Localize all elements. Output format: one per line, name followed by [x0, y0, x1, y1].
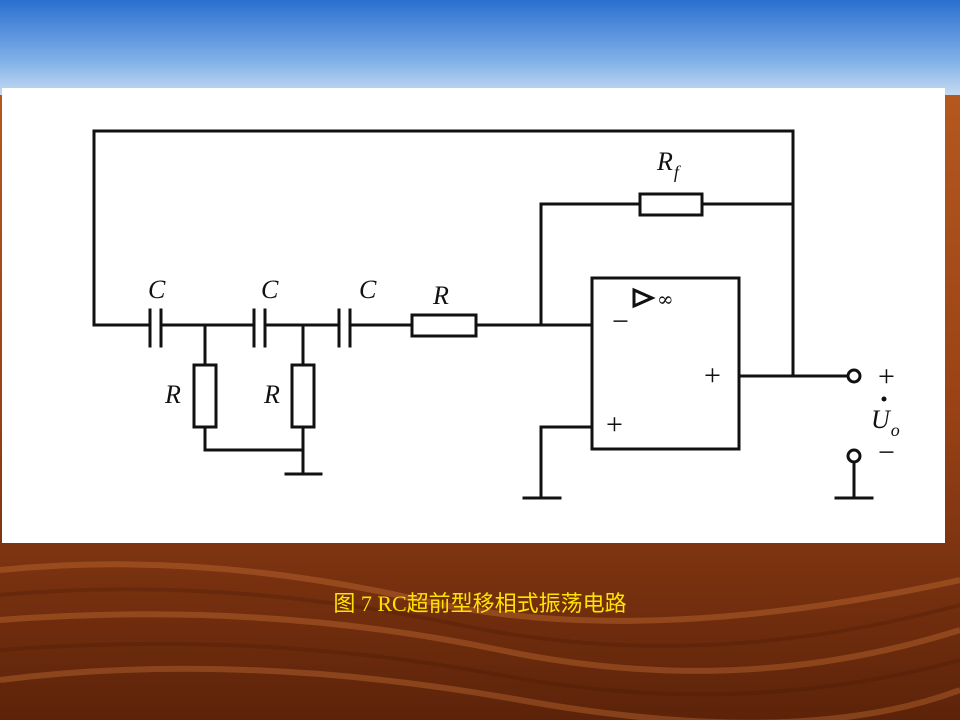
rc-phase-shift-oscillator-diagram: C C C R R R Rf ∞ − + + — [92, 129, 900, 500]
output-minus-sign: − — [878, 436, 895, 469]
label-c2: C — [261, 275, 279, 304]
output-voltage-label: Uo — [871, 405, 900, 440]
noninv-ground-wire — [539, 425, 594, 500]
op-amp-symbol: ∞ — [657, 287, 674, 311]
label-r2: R — [263, 380, 280, 409]
resistor-r1 — [192, 363, 218, 429]
label-rf: Rf — [656, 147, 682, 182]
figure-caption: 图 7 RC超前型移相式振荡电路 — [333, 591, 627, 616]
op-amp-noninverting-input: + — [606, 408, 623, 441]
diagram-panel: C C C R R R Rf ∞ − + + — [2, 88, 945, 543]
op-amp-box — [590, 276, 741, 451]
feedback-wire — [92, 129, 795, 378]
output-plus-sign: + — [878, 360, 895, 393]
rf-wire — [539, 202, 642, 327]
capacitor-c1 — [148, 308, 163, 348]
label-r-series: R — [432, 281, 449, 310]
output-terminal-plus — [846, 368, 862, 384]
resistor-r-series — [410, 313, 478, 338]
op-amp-output-sign: + — [704, 359, 721, 392]
op-amp-triangle-icon — [632, 287, 656, 309]
label-r1: R — [164, 380, 181, 409]
op-amp-inverting-input: − — [612, 305, 629, 338]
capacitor-c3 — [337, 308, 352, 348]
resistor-rf — [638, 192, 704, 217]
capacitor-c2 — [252, 308, 267, 348]
label-c3: C — [359, 275, 377, 304]
resistor-r2 — [290, 363, 316, 429]
output-terminal-minus — [846, 448, 862, 464]
label-c1: C — [148, 275, 166, 304]
output-voltage-phasor-dot — [881, 396, 887, 402]
